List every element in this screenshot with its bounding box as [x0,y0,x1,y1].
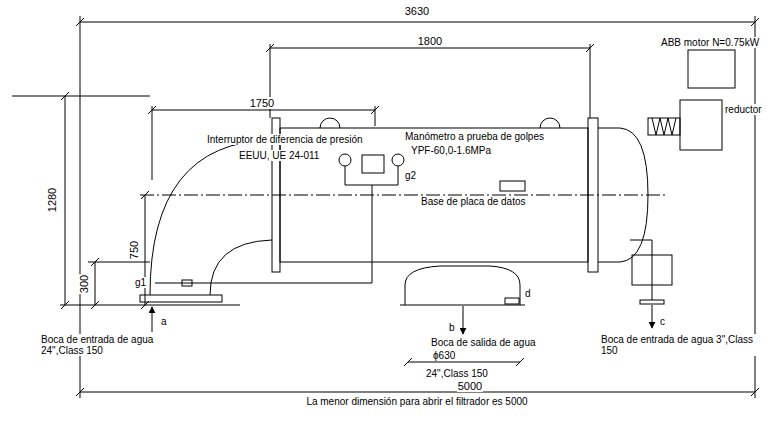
dimension: 1800 [417,35,443,47]
dimension: 1280 [46,187,58,213]
dimension: 1750 [249,97,275,109]
point-label: d [524,288,532,299]
part-label: reductor [724,104,763,115]
dimension: ϕ630 [432,350,456,361]
part-label: Base de placa de datos [420,196,527,207]
dimension: 3630 [404,5,430,17]
point-label: g1 [134,277,147,288]
port-label: Boca de salida de agua [430,337,537,348]
part-label: Interruptor de diferencia de presión [206,134,364,145]
port-label: 24",Class 150 [425,368,489,379]
dimension: 5000 [457,380,483,392]
flow-letter: a [160,316,168,327]
port-label: Boca de entrada de agua 3",Class 150 [600,334,762,356]
flow-letter: c [659,316,666,327]
part-label: ABB motor N=0.75kW [660,37,760,48]
point-label: g2 [404,170,417,181]
dimension: 750 [128,240,140,260]
part-label: EEUU, UE 24-011 [238,150,320,161]
caption: La menor dimensión para abrir el filtrad… [305,396,528,407]
flow-letter: b [448,322,456,333]
port-label: Boca de entrada de agua 24",Class 150 [40,334,182,356]
dimension: 300 [78,274,90,294]
part-label: YPF-60,0-1.6MPa [410,145,492,156]
part-label: Manómetro a prueba de golpes [404,131,545,142]
